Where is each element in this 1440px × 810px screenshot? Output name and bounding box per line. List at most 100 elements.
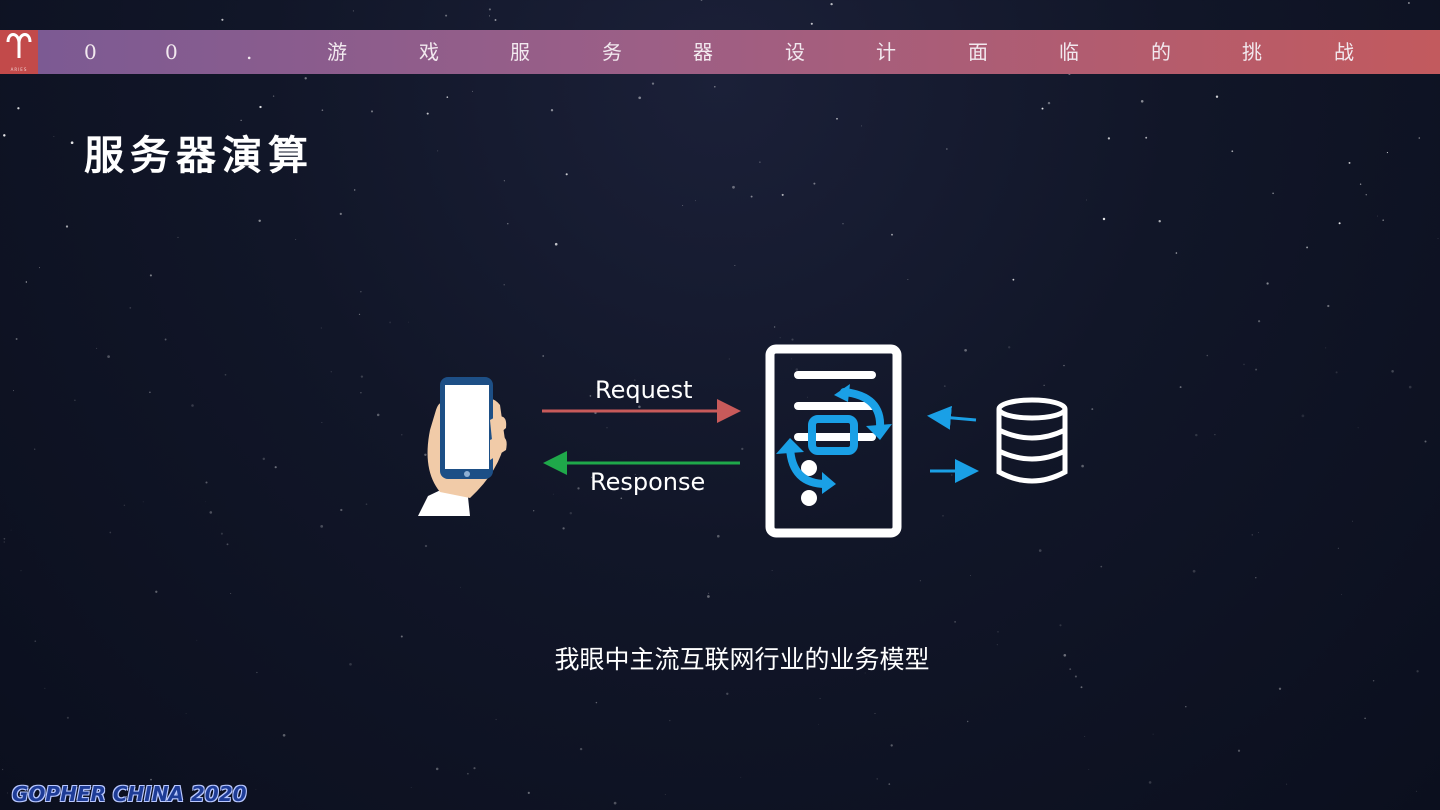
star: [1338, 222, 1341, 225]
star: [569, 511, 573, 515]
star: [66, 716, 69, 719]
star: [1286, 783, 1288, 785]
star: [262, 457, 266, 461]
star: [149, 391, 151, 394]
star: [256, 671, 258, 674]
star: [651, 82, 655, 85]
star: [1206, 354, 1209, 357]
star: [1237, 749, 1241, 752]
star: [1408, 385, 1412, 389]
star: [155, 590, 158, 593]
aries-logo-icon: ARIES: [0, 30, 38, 74]
star: [967, 720, 969, 723]
star: [226, 543, 229, 546]
star: [255, 788, 257, 790]
star: [790, 358, 792, 360]
banner-char: 器: [693, 40, 713, 64]
star: [728, 358, 730, 360]
star: [426, 112, 429, 115]
banner-char: 的: [1151, 40, 1171, 64]
star: [352, 10, 354, 12]
star: [185, 713, 187, 714]
star: [1266, 282, 1269, 285]
star: [74, 399, 76, 401]
star: [996, 644, 998, 646]
banner-char: 临: [1059, 40, 1079, 64]
star: [349, 662, 352, 666]
star: [1140, 100, 1144, 103]
db-read-arrow: [927, 405, 977, 430]
star: [1306, 246, 1309, 249]
star: [424, 453, 427, 456]
response-label: Response: [590, 468, 706, 496]
star: [876, 778, 878, 780]
server-document-icon: [765, 344, 902, 538]
star: [196, 639, 198, 641]
star: [1088, 769, 1090, 771]
star: [779, 337, 781, 339]
star: [17, 107, 20, 110]
star: [424, 544, 428, 548]
star: [1341, 593, 1343, 595]
sync-icon: [776, 384, 892, 494]
star: [1074, 675, 1077, 678]
star: [830, 2, 833, 6]
star: [919, 580, 921, 582]
star: [220, 532, 223, 535]
star: [1175, 252, 1178, 254]
banner-char: 游: [327, 40, 347, 64]
star: [565, 173, 568, 176]
star: [507, 223, 509, 225]
star: [695, 200, 696, 202]
star: [943, 385, 946, 387]
star: [1063, 653, 1067, 657]
star: [70, 141, 74, 145]
star: [1214, 434, 1216, 436]
star: [1038, 549, 1042, 552]
star: [339, 212, 342, 216]
star: [1192, 569, 1196, 573]
star: [997, 631, 999, 633]
star: [321, 109, 324, 111]
star: [819, 697, 821, 700]
star: [446, 96, 449, 98]
banner-char: 戏: [419, 40, 439, 64]
star: [10, 529, 12, 531]
star: [1416, 670, 1419, 673]
star: [410, 787, 412, 789]
star: [954, 621, 956, 623]
star: [34, 640, 37, 643]
star: [781, 193, 784, 196]
star: [810, 22, 813, 25]
star: [1152, 733, 1154, 735]
star: [964, 348, 967, 352]
star: [320, 327, 323, 329]
star: [123, 504, 126, 507]
star: [634, 379, 636, 381]
star: [741, 447, 744, 451]
section-banner: ARIES 0 0 . 游 戏 服 务 器 设 计 面 临 的 挑 战: [0, 30, 1440, 74]
star: [401, 434, 403, 436]
star: [891, 233, 893, 236]
star: [1357, 427, 1359, 429]
star: [1059, 624, 1062, 627]
star: [274, 466, 277, 469]
banner-char: 服: [510, 40, 530, 64]
star: [460, 586, 462, 588]
star: [1418, 137, 1421, 139]
star: [554, 242, 558, 246]
star: [527, 791, 530, 794]
star: [577, 487, 580, 490]
star: [1179, 386, 1182, 389]
banner-char: 0: [165, 40, 178, 64]
star: [807, 396, 808, 398]
star: [205, 481, 208, 484]
star: [503, 180, 505, 182]
star: [209, 511, 213, 514]
star: [304, 77, 307, 80]
star: [1364, 717, 1366, 720]
star: [370, 110, 374, 113]
star: [1278, 687, 1282, 690]
star: [669, 719, 671, 722]
star: [376, 413, 380, 417]
